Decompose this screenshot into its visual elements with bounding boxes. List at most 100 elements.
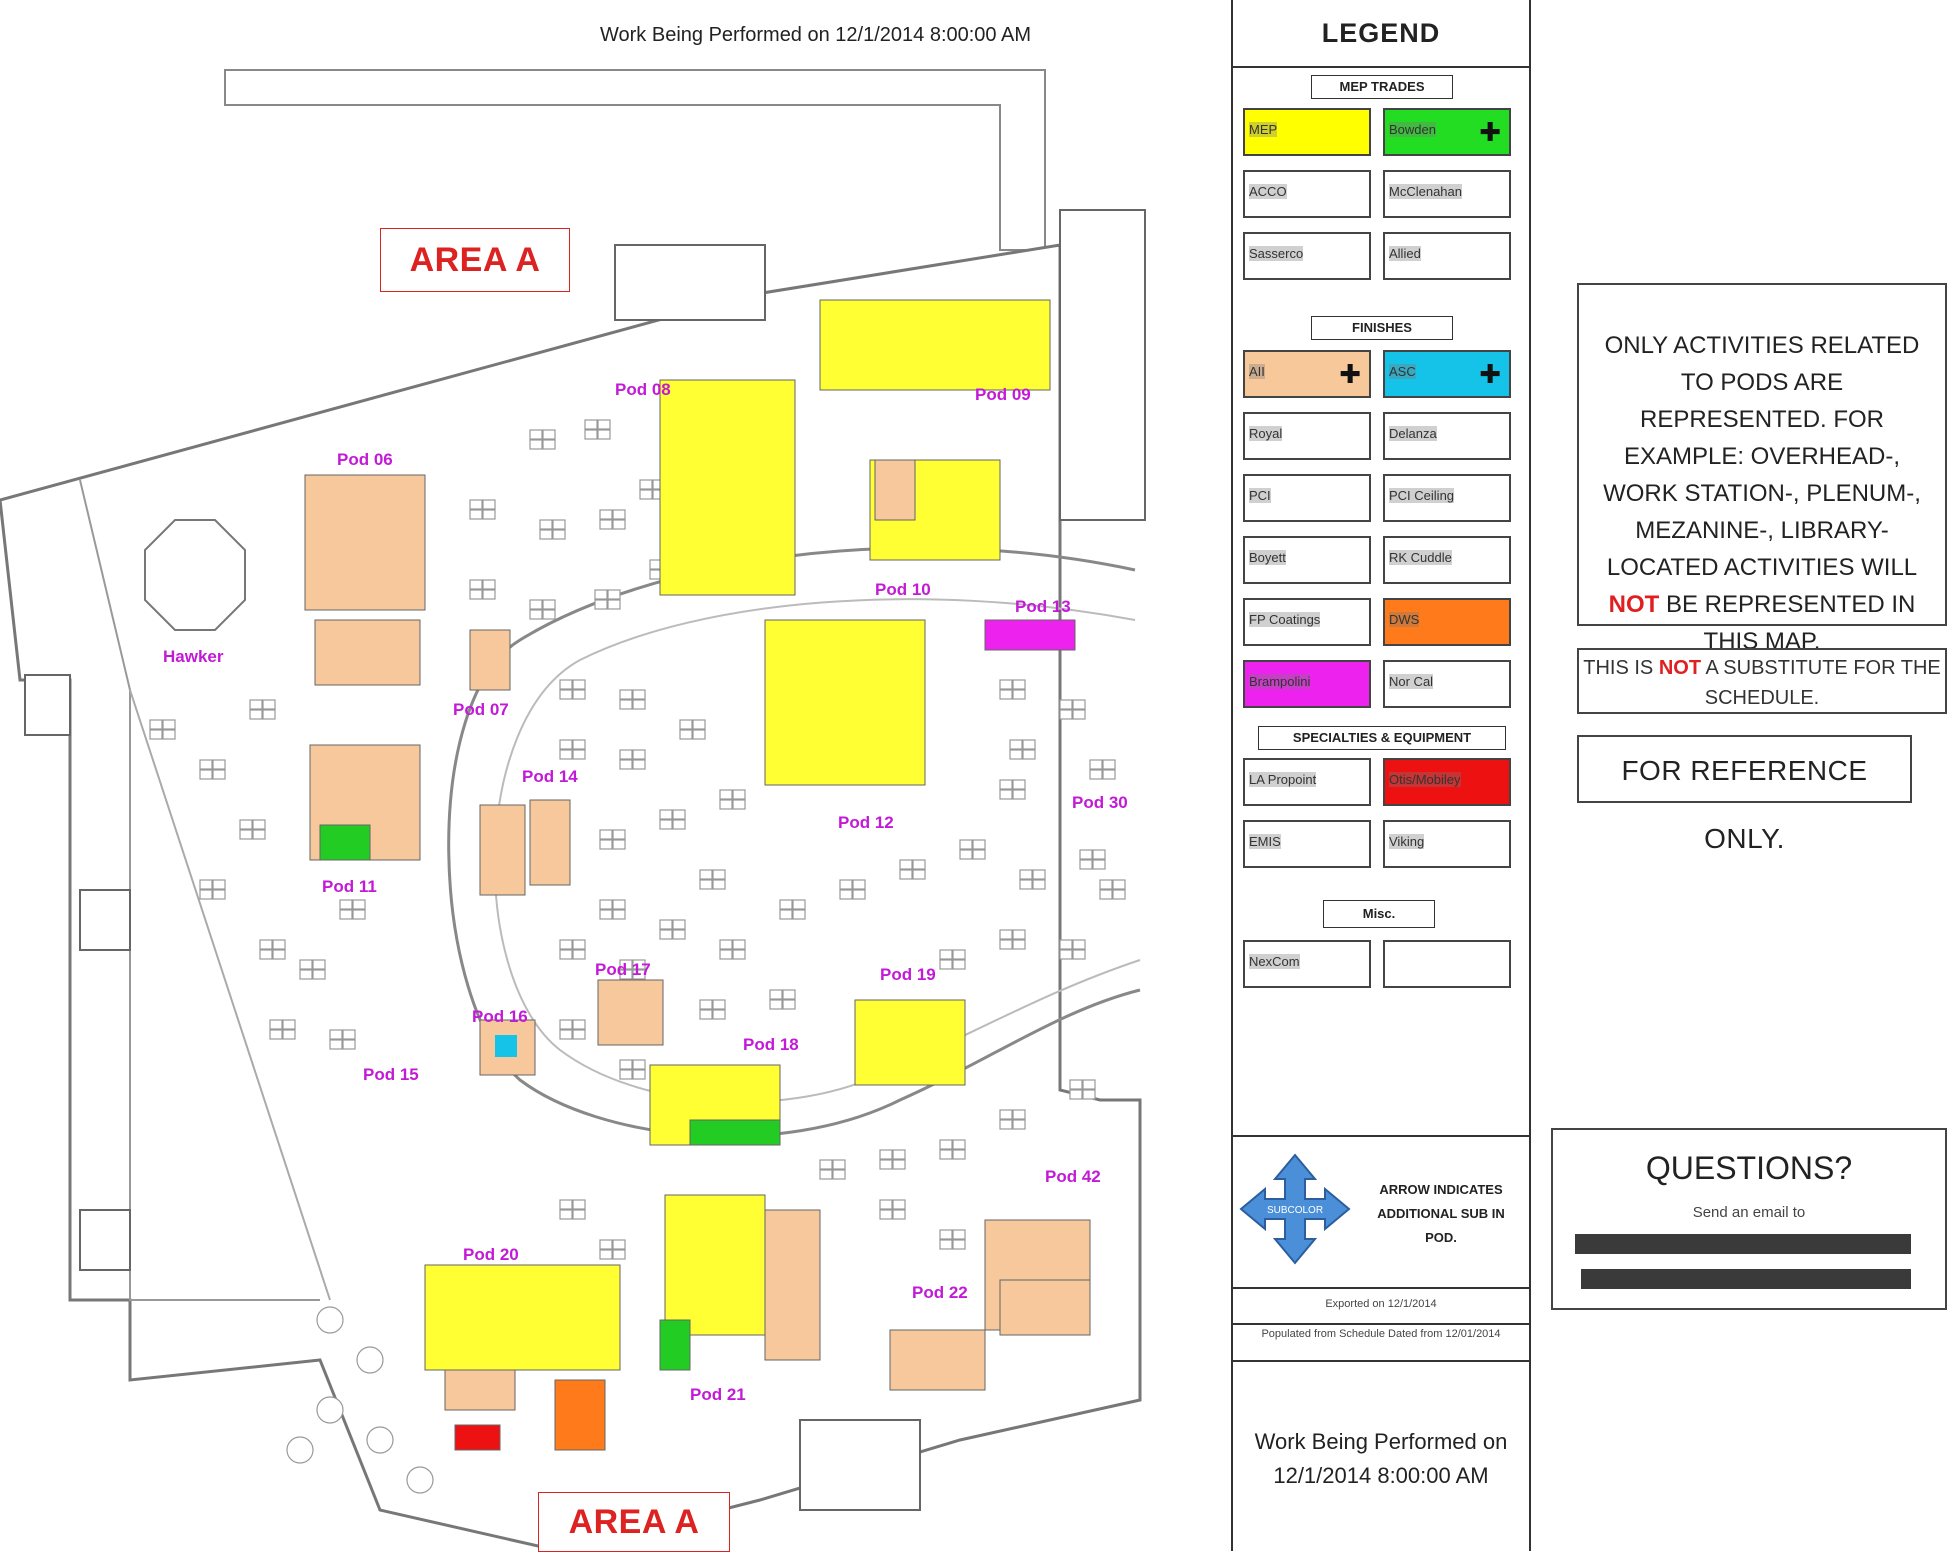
desk: [572, 1199, 586, 1210]
pod-area-08: [659, 379, 796, 596]
desk: [659, 929, 673, 940]
desk: [719, 799, 733, 810]
desk: [299, 969, 313, 980]
desk: [1059, 699, 1073, 710]
pod-label: Pod 42: [1045, 1167, 1101, 1186]
desk: [1012, 1119, 1026, 1130]
desk: [1072, 699, 1086, 710]
desk: [999, 689, 1013, 700]
pod-labels: Pod 08 Pod 09 Pod 06 Hawker Pod 07 Pod 1…: [163, 380, 1128, 1404]
desk: [584, 429, 598, 440]
desk: [559, 689, 573, 700]
desk: [972, 839, 986, 850]
pod-label: Pod 06: [337, 450, 393, 469]
desk: [542, 429, 556, 440]
desk: [1092, 859, 1106, 870]
desk: [939, 1229, 953, 1240]
desk: [672, 929, 686, 940]
legend-section-header: MEP TRADES: [1311, 75, 1453, 99]
desk: [212, 769, 226, 780]
octagon-structure: [144, 519, 246, 631]
pod-area-07: [469, 629, 511, 691]
legend-section-header: Misc.: [1323, 900, 1435, 928]
legend-divider: [1233, 1360, 1529, 1362]
pod-label: Pod 12: [838, 813, 894, 832]
desk: [912, 859, 926, 870]
desk: [672, 819, 686, 830]
round-table: [286, 1436, 314, 1464]
desk: [659, 819, 673, 830]
desk: [597, 429, 611, 440]
desk: [892, 1149, 906, 1160]
desk: [679, 719, 693, 730]
desk: [879, 1209, 893, 1220]
legend-item-label: DWS: [1389, 612, 1420, 627]
legend-divider: [1233, 1135, 1529, 1137]
legend-item-label: AII: [1249, 364, 1265, 379]
legend-divider: [1233, 1287, 1529, 1289]
desk: [879, 1159, 893, 1170]
desk: [999, 679, 1013, 690]
legend-item-label: Nor Cal: [1389, 674, 1434, 689]
desk: [272, 939, 286, 950]
desk: [612, 899, 626, 910]
desk: [1012, 789, 1026, 800]
populated-note: Populated from Schedule Dated from 12/01…: [1261, 1328, 1501, 1340]
pod-label: Pod 09: [975, 385, 1031, 404]
legend-item: Boyett: [1243, 536, 1371, 584]
legend-item: MEP: [1243, 108, 1371, 156]
desk: [572, 689, 586, 700]
desk: [597, 419, 611, 430]
desk: [639, 479, 653, 490]
pod-label: Pod 10: [875, 580, 931, 599]
desk: [162, 719, 176, 730]
legend-item: Nor Cal: [1383, 660, 1511, 708]
pod-area-21-green: [659, 1319, 691, 1371]
desk: [1072, 939, 1086, 950]
desk: [1059, 939, 1073, 950]
desk: [699, 1009, 713, 1020]
desk: [339, 899, 353, 910]
desk: [612, 519, 626, 530]
pod-area-06b: [314, 619, 421, 686]
desk: [594, 599, 608, 610]
legend-section-header: FINISHES: [1311, 316, 1453, 340]
desk: [599, 509, 613, 520]
desk: [892, 1199, 906, 1210]
desk: [612, 509, 626, 520]
desk: [939, 1139, 953, 1150]
stair-core: [79, 889, 131, 951]
disclaimer-text-end: A SUBSTITUTE FOR THE SCHEDULE.: [1701, 657, 1941, 709]
desk: [329, 1039, 343, 1050]
desk: [599, 1239, 613, 1250]
desk: [559, 1209, 573, 1220]
desk: [599, 519, 613, 530]
desk: [1012, 679, 1026, 690]
desk: [732, 789, 746, 800]
pod-label: Hawker: [163, 647, 224, 666]
pod-label: Pod 20: [463, 1245, 519, 1264]
stair-core: [79, 1209, 131, 1271]
desk: [529, 599, 543, 610]
desk: [832, 1169, 846, 1180]
scope-note-text-end: BE REPRESENTED IN THIS MAP.: [1659, 591, 1916, 655]
desk: [529, 439, 543, 450]
desk: [899, 869, 913, 880]
desk: [352, 909, 366, 920]
desk: [249, 709, 263, 720]
pod-label: Pod 07: [453, 700, 509, 719]
desk: [959, 839, 973, 850]
desk: [352, 899, 366, 910]
desk: [939, 1239, 953, 1250]
questions-box: QUESTIONS? Send an email to: [1551, 1128, 1947, 1310]
desk: [272, 949, 286, 960]
desk: [632, 699, 646, 710]
arrow-icon-label: SUBCOLOR: [1267, 1205, 1323, 1216]
round-table: [406, 1466, 434, 1494]
legend-divider: [1233, 1323, 1529, 1325]
legend-item-label: McClenahan: [1389, 184, 1462, 199]
desk: [1072, 709, 1086, 720]
desk: [312, 959, 326, 970]
pod-areas: [304, 299, 1091, 1451]
desk: [782, 999, 796, 1010]
